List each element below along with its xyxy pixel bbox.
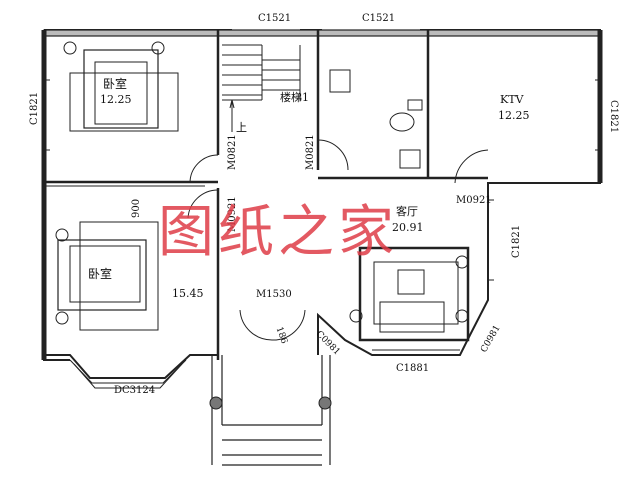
top-wall-band [43,29,601,37]
bed-top [83,49,159,129]
column [318,396,332,410]
room-name-living: 客厅 [396,205,418,218]
bay-window [44,354,218,379]
bed-bottom [57,239,147,311]
sink [329,69,351,93]
door-label-m0821-left: M0821 [227,134,238,170]
sofa-rug [358,246,470,342]
window-label-c1821-left: C1821 [29,91,40,125]
room-area-living: 20.91 [392,221,424,234]
window-label-c1881: C1881 [396,363,430,374]
door-label-m0921-right: M0921 [456,195,492,206]
interior-wall [44,30,488,360]
room-area-bedroom-bottom: 15.45 [172,287,204,300]
window-label-dc3124: DC3124 [114,385,156,396]
room-area-ktv: 12.25 [498,109,530,122]
room-name-bedroom-bottom: 卧室 [88,267,113,281]
window-label-c1821-mid: C1821 [511,224,522,258]
window-label-c1521-b: C1521 [362,13,396,24]
stair-up-label: 上 [236,121,247,134]
column [209,396,223,410]
window-strip [44,79,600,281]
door-swing [187,189,219,219]
room-name-stair: 楼梯1 [280,91,309,104]
door-label-m0821-right: M0821 [305,134,316,170]
door-swing [317,139,349,171]
window-strip [372,349,460,356]
window-label-c1521-a: C1521 [258,13,292,24]
stair-treads [222,44,301,101]
room-name-bedroom-top: 卧室 [103,77,128,91]
room-area-bedroom-top: 12.25 [100,93,132,106]
door-swing [239,309,306,341]
door-swing [454,149,489,184]
entry-steps [211,355,331,466]
door-swing [189,154,219,184]
dimension-900: 900 [131,198,142,218]
toilet [389,112,415,132]
window-label-c1821-right: C1821 [608,100,619,134]
door-label-m1530: M1530 [256,289,292,300]
room-name-ktv: KTV [500,93,524,106]
watermark: 图纸之家 [158,200,398,265]
